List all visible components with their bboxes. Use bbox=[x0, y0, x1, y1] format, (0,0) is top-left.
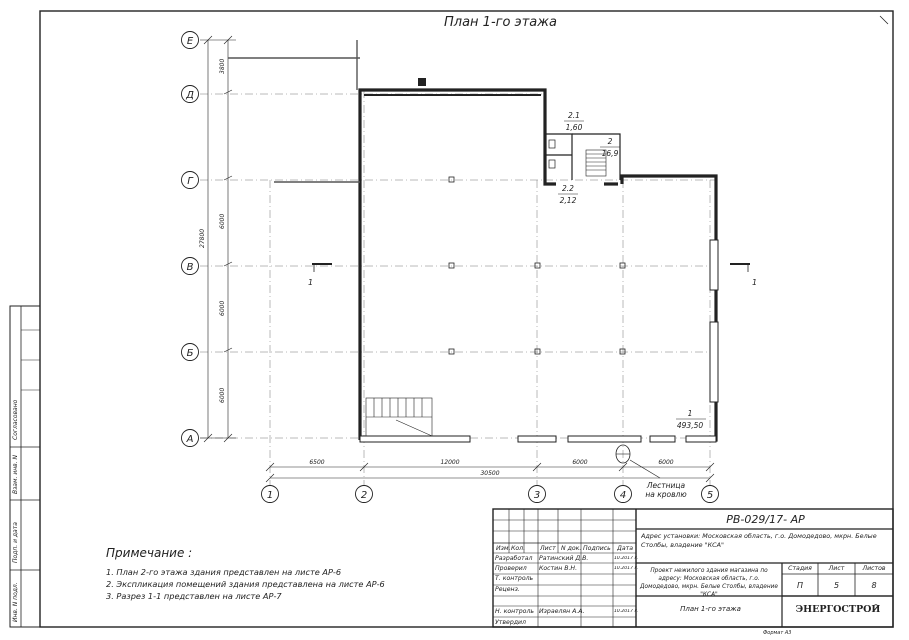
axis-row-label: Г bbox=[187, 176, 194, 187]
building-walls-inner bbox=[359, 239, 719, 443]
address-text: Адрес установки: Московская область, г.о… bbox=[641, 532, 877, 549]
wc-fixture bbox=[548, 159, 556, 169]
note-item: 2. Экспликация помещений здания представ… bbox=[106, 579, 385, 589]
drawing-code: РВ-029/17- АР bbox=[726, 513, 805, 526]
axis-row-label: Д bbox=[185, 90, 194, 101]
dim-horizontal: 6000 bbox=[572, 459, 587, 466]
dim-vertical: 3800 bbox=[219, 59, 226, 74]
side-label-2: Подп. и дата bbox=[12, 522, 19, 563]
wc-fixture bbox=[548, 139, 556, 149]
room-number: 1 bbox=[688, 409, 693, 418]
dim-vertical: 6000 bbox=[219, 388, 226, 403]
role-label: Проверил bbox=[495, 565, 527, 572]
site-lines bbox=[228, 40, 360, 183]
section-marks bbox=[312, 263, 750, 272]
sheets-header: Листов bbox=[862, 565, 886, 572]
room-area: 493,50 bbox=[677, 421, 703, 430]
section-mark-right: 1 bbox=[752, 278, 757, 287]
sheet-value: 5 bbox=[833, 581, 840, 590]
sheets-value: 8 bbox=[871, 581, 877, 590]
dim-vertical: 6000 bbox=[219, 301, 226, 316]
role-label: Утвердил bbox=[495, 619, 527, 626]
side-label-3: Инв. N подл. bbox=[12, 582, 19, 622]
side-label-0: Согласовано bbox=[12, 399, 19, 440]
axis-col-label: 2 bbox=[361, 490, 367, 501]
role-name: Израелян А.А. bbox=[539, 608, 585, 615]
stamp-grid bbox=[492, 508, 894, 628]
axis-row-label: Е bbox=[187, 36, 194, 47]
roof-ladder bbox=[615, 444, 661, 479]
notes: Примечание : 1. План 2-го этажа здания п… bbox=[106, 546, 446, 602]
note-item: 3. Разрез 1-1 представлен на листе АР-7 bbox=[106, 591, 282, 601]
stamp-rows bbox=[493, 509, 636, 627]
sheet-header: Лист bbox=[828, 565, 845, 572]
room-area: 1,60 bbox=[566, 123, 583, 132]
side-strip: Согласовано Взам. инв. N Подп. и дата Ин… bbox=[9, 305, 41, 628]
role-label: Разработал bbox=[495, 555, 533, 562]
header-izm: Изм. bbox=[496, 545, 511, 552]
dim-vertical: 6000 bbox=[219, 214, 226, 229]
format-label: Формат А3 bbox=[763, 630, 792, 636]
axis-row-label: В bbox=[187, 262, 194, 273]
corner-mark bbox=[870, 10, 894, 24]
dim-horizontal: 6000 bbox=[658, 459, 673, 466]
horizontal-dimensions bbox=[265, 462, 715, 483]
column-axes: 1 2 3 4 5 bbox=[261, 485, 719, 503]
header-date: Дата bbox=[617, 545, 634, 552]
header-kol: Кол. bbox=[511, 545, 526, 552]
axis-col-label: 4 bbox=[620, 490, 626, 501]
side-label-1: Взам. инв. N bbox=[12, 455, 19, 494]
vent-symbol bbox=[418, 78, 426, 86]
role-label: Реценз. bbox=[495, 586, 520, 593]
ladder-label-line1: Лестница bbox=[646, 481, 686, 490]
room-area: 2,12 bbox=[560, 196, 577, 205]
header-doc: N док. bbox=[561, 545, 582, 552]
role-name: Костин В.Н. bbox=[539, 565, 578, 572]
dim-total: 30500 bbox=[480, 470, 499, 477]
interior-columns bbox=[448, 176, 626, 355]
dim-horizontal: 12000 bbox=[440, 459, 459, 466]
role-date: 10.2017 г. bbox=[614, 556, 639, 561]
axis-col-label: 3 bbox=[534, 490, 540, 501]
grid-lines bbox=[200, 90, 715, 485]
axis-row-label: А bbox=[186, 434, 194, 445]
header-sign: Подпись bbox=[583, 545, 611, 552]
section-mark-left: 1 bbox=[308, 278, 313, 287]
notes-title: Примечание : bbox=[106, 546, 193, 560]
sheet-title: План 1-го этажа bbox=[680, 605, 741, 613]
room-stairs bbox=[586, 153, 606, 171]
role-date: 10.2017 г. bbox=[614, 566, 639, 571]
vertical-dimensions bbox=[200, 35, 236, 443]
stage-value: П bbox=[796, 581, 803, 590]
note-item: 1. План 2-го этажа здания представлен на… bbox=[106, 567, 342, 577]
role-date: 10.2017 г. bbox=[614, 609, 639, 614]
stage-header: Стадия bbox=[788, 565, 812, 572]
staircase bbox=[365, 397, 433, 437]
axis-col-label: 1 bbox=[267, 490, 273, 501]
building-walls bbox=[358, 88, 718, 442]
title-block: РВ-029/17- АР Адрес установки: Московска… bbox=[493, 509, 893, 636]
room-area: 16,9 bbox=[602, 149, 619, 158]
role-name: Ратинский Д.В. bbox=[539, 555, 589, 562]
room-number: 2.2 bbox=[562, 184, 574, 193]
room-number: 2.1 bbox=[568, 111, 580, 120]
company-logo: ЭНЕРГОСТРОЙ bbox=[795, 604, 881, 615]
header-list: Лист bbox=[540, 545, 556, 552]
role-label: Н. контроль bbox=[495, 608, 535, 615]
room-labels: 1 493,50 2 16,9 2.1 1,60 2.2 2,12 bbox=[558, 111, 706, 430]
axis-col-label: 5 bbox=[707, 490, 713, 501]
axis-row-label: Б bbox=[187, 348, 194, 359]
row-axes: Е Д Г В Б А bbox=[181, 31, 199, 447]
small-rooms bbox=[545, 133, 621, 180]
role-label: Т. контроль bbox=[495, 575, 534, 582]
project-text: Проект нежилого здания магазина по адрес… bbox=[640, 568, 778, 598]
dim-horizontal: 6500 bbox=[309, 459, 324, 466]
page-title: План 1-го этажа bbox=[444, 15, 557, 30]
ladder-label-line2: на кровлю bbox=[645, 490, 686, 499]
room-number: 2 bbox=[608, 137, 613, 146]
dim-vertical-total: 27800 bbox=[199, 229, 206, 248]
